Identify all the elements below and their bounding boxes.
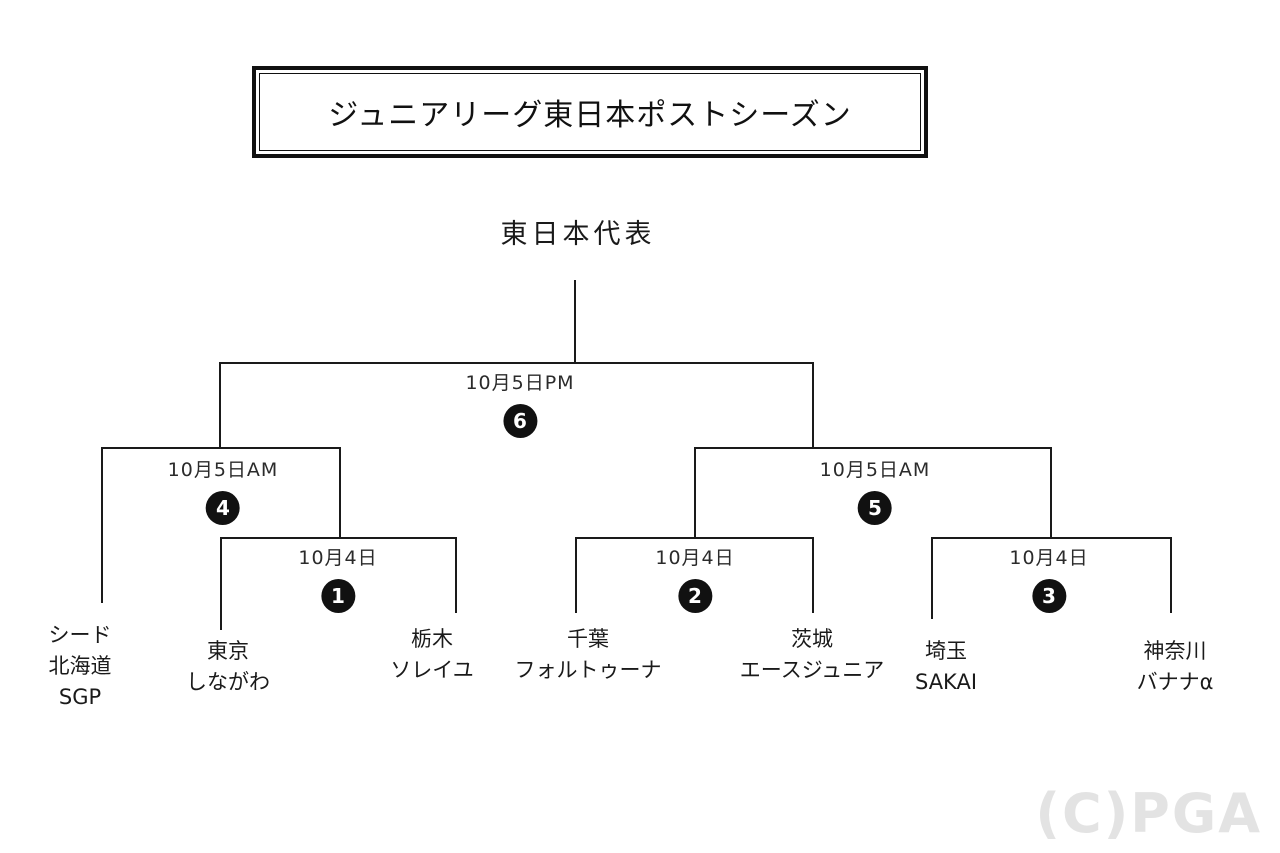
match-number-badge: 1: [320, 579, 355, 613]
bracket-line: [575, 537, 814, 539]
match-number-badge: 2: [677, 579, 712, 613]
team-ibaraki-ace-junior: 茨城 エースジュニア: [740, 624, 884, 686]
team-name: エースジュニア: [739, 658, 885, 682]
match-number-badge: 4: [206, 491, 240, 525]
match-5-semifinal: 10月5日AM 5: [815, 455, 935, 525]
bracket-line: [694, 447, 696, 538]
team-name: SGP: [58, 685, 102, 709]
team-prefecture: 神奈川: [1143, 639, 1207, 663]
match-date: 10月4日: [651, 543, 739, 570]
tournament-title-inner-border: ジュニアリーグ東日本ポストシーズン: [259, 73, 921, 151]
team-chiba-fortuna: 千葉 フォルトゥーナ: [515, 624, 662, 686]
team-prefecture: 千葉: [567, 627, 609, 651]
match-6-final: 10月5日PM 6: [461, 368, 579, 438]
match-date: 10月4日: [294, 543, 382, 570]
bracket-line: [219, 362, 814, 364]
match-number-badge: 3: [1031, 579, 1066, 613]
bracket-line: [575, 537, 577, 613]
bracket-line: [339, 447, 341, 538]
bracket-line: [219, 362, 221, 448]
team-hokkaido-sgp: シード 北海道 SGP: [49, 620, 112, 713]
match-number-badge: 6: [503, 404, 537, 438]
match-2: 10月4日 2: [651, 543, 739, 613]
team-saitama-sakai: 埼玉 SAKAI: [915, 636, 977, 698]
match-date: 10月5日AM: [163, 455, 283, 482]
bracket-line: [220, 537, 457, 539]
team-name: SAKAI: [914, 670, 978, 694]
bracket-line: [101, 447, 341, 449]
match-3: 10月4日 3: [1005, 543, 1093, 613]
bracket-line: [101, 447, 103, 603]
team-seed-label: シード: [48, 623, 112, 647]
match-1: 10月4日 1: [294, 543, 382, 613]
champion-label: 東日本代表: [500, 219, 656, 250]
team-name: しながわ: [186, 670, 270, 694]
bracket-line: [455, 537, 457, 613]
bracket-line: [931, 537, 933, 619]
team-name: フォルトゥーナ: [514, 658, 662, 682]
team-prefecture: 東京: [207, 639, 249, 663]
team-prefecture: 北海道: [48, 654, 112, 678]
team-kanagawa-banana: 神奈川 バナナα: [1137, 636, 1214, 698]
team-prefecture: 茨城: [790, 627, 833, 651]
team-prefecture: 栃木: [411, 627, 453, 651]
bracket-line: [931, 537, 1172, 539]
tournament-title: ジュニアリーグ東日本ポストシーズン: [328, 98, 852, 133]
bracket-line: [1050, 447, 1052, 538]
match-date: 10月5日AM: [815, 455, 935, 482]
bracket-line: [812, 362, 814, 448]
tournament-title-box: ジュニアリーグ東日本ポストシーズン: [252, 66, 928, 158]
bracket-line: [812, 537, 814, 613]
bracket-line: [220, 537, 222, 630]
team-tochigi-soleil: 栃木 ソレイユ: [390, 624, 474, 686]
bracket-line: [694, 447, 1052, 449]
match-date: 10月5日PM: [461, 368, 579, 395]
match-number-badge: 5: [858, 491, 892, 525]
team-prefecture: 埼玉: [924, 639, 967, 663]
team-name: バナナα: [1136, 670, 1214, 694]
copyright-watermark: (C)PGA: [1035, 782, 1262, 845]
bracket-line: [574, 280, 576, 363]
match-date: 10月4日: [1005, 543, 1093, 570]
team-name: ソレイユ: [390, 658, 474, 682]
match-4-semifinal: 10月5日AM 4: [163, 455, 283, 525]
team-tokyo-shinagawa: 東京 しながわ: [186, 636, 270, 698]
bracket-line: [1170, 537, 1172, 613]
